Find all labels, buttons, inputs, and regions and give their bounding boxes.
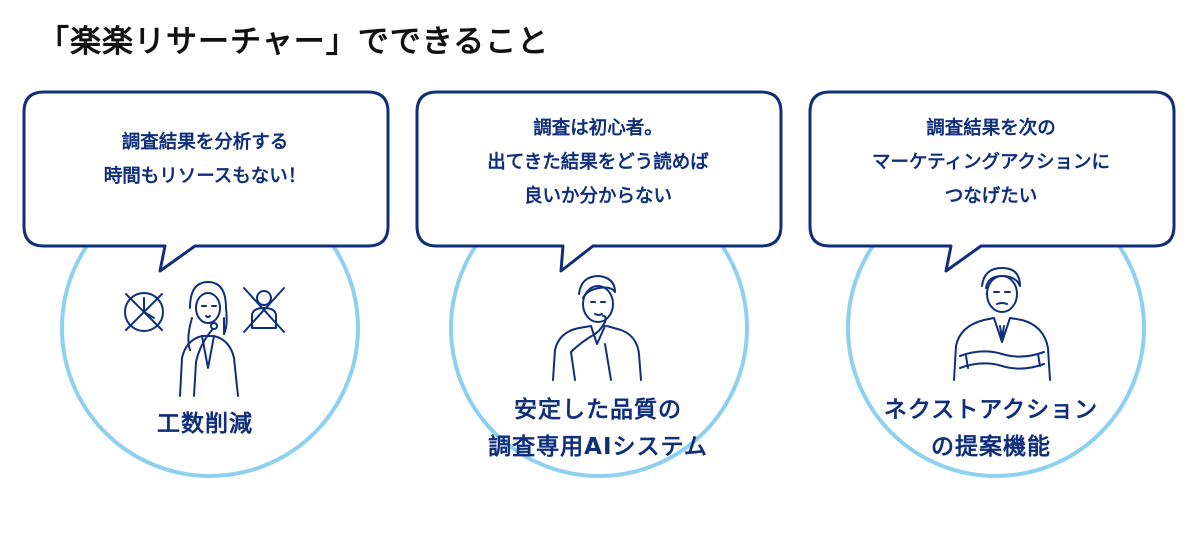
bubble-text: 調査結果を次の マーケティングアクションに つなげたい	[826, 112, 1156, 214]
bubble-line: マーケティングアクションに	[871, 152, 1111, 173]
caption-line: 安定した品質の	[514, 397, 682, 423]
bubble-line: 時間もリソースもない！	[103, 166, 307, 187]
feature-card-next-action: 調査結果を次の マーケティングアクションに つなげたい ネクストアクション の提…	[806, 88, 1176, 508]
bubble-text: 調査結果を分析する 時間もリソースもない！	[40, 126, 370, 194]
caption-line: の提案機能	[931, 434, 1051, 460]
bubble-line: 良いか分からない	[523, 186, 672, 207]
bubble-and-circle-frame	[808, 90, 1176, 478]
feature-caption: 安定した品質の 調査専用AIシステム	[413, 392, 783, 466]
bubble-and-circle-frame	[415, 90, 783, 478]
caption-line: 調査専用AIシステム	[488, 434, 708, 460]
man-arms-crossed-illustration-icon	[953, 267, 1051, 381]
bubble-line: 調査は初心者。	[533, 118, 663, 139]
feature-caption: 工数削減	[20, 406, 390, 443]
page-title: 「楽楽リサーチャー」でできること	[38, 24, 550, 60]
feature-card-workload: 調査結果を分析する 時間もリソースもない！ 工数削減	[20, 88, 390, 508]
bubble-and-circle-frame	[22, 90, 390, 478]
bubble-line: 調査結果を次の	[926, 118, 1056, 139]
bubble-text: 調査は初心者。 出てきた結果をどう読めば 良いか分からない	[433, 112, 763, 214]
bubble-line: 調査結果を分析する	[121, 132, 289, 153]
feature-card-quality: 調査は初心者。 出てきた結果をどう読めば 良いか分からない 安定した品質の 調査…	[413, 88, 783, 508]
bubble-line: つなげたい	[944, 186, 1038, 207]
caption-line: ネクストアクション	[883, 397, 1099, 423]
caption-line: 工数削減	[157, 411, 253, 437]
feature-caption: ネクストアクション の提案機能	[806, 392, 1176, 466]
woman-thinking-illustration-icon	[124, 281, 285, 397]
bubble-line: 出てきた結果をどう読めば	[487, 152, 709, 173]
man-thinking-illustration-icon	[552, 275, 642, 381]
